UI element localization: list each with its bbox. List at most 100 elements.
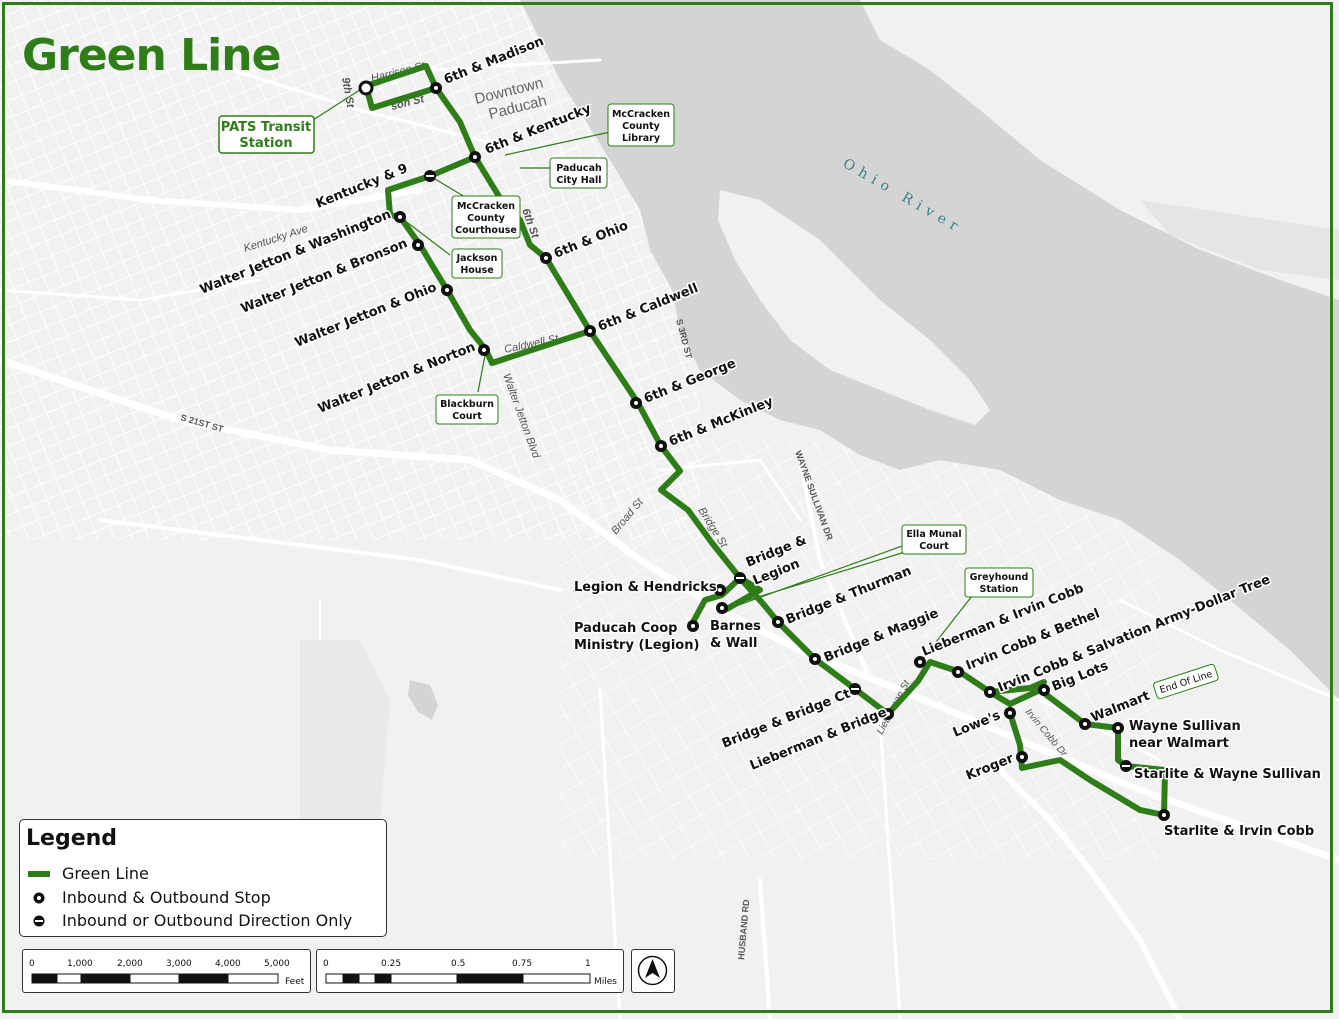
stop-6th-ohio[interactable] <box>540 252 552 264</box>
callout-library-3: Library <box>622 133 661 144</box>
legend-item-one-way-label: Inbound or Outbound Direction Only <box>62 911 353 930</box>
stop-bridge-legion[interactable] <box>734 572 746 584</box>
callout-ella-2: Court <box>919 541 949 552</box>
callout-greyhound-2: Station <box>980 584 1019 595</box>
callout-jackson-1: Jackson <box>456 253 498 264</box>
callout-pats-line2: Station <box>239 136 292 151</box>
north-arrow-icon <box>637 955 668 986</box>
stop-lieberman-irvin-cobb[interactable] <box>914 656 926 668</box>
scale-feet-tick-2: 2,000 <box>117 959 143 969</box>
north-arrow <box>631 949 675 993</box>
callout-blackburn-1: Blackburn <box>440 399 494 410</box>
legend-item-route: Green Line <box>28 864 149 883</box>
label-paducah-coop-2: Ministry (Legion) <box>574 638 699 653</box>
scale-miles-tick-2: 0.5 <box>451 959 465 969</box>
airfield <box>300 640 390 820</box>
stop-bridge-bridge-ct[interactable] <box>849 683 861 695</box>
callout-jackson-2: House <box>460 265 493 276</box>
scale-miles-tick-3: 0.75 <box>512 959 532 969</box>
callout-library-1: McCracken <box>612 109 670 120</box>
two-way-stop-icon <box>28 890 50 906</box>
stop-wayne-sullivan-walmart[interactable] <box>1112 722 1124 734</box>
stop-6th-mckinley[interactable] <box>655 440 667 452</box>
label-starlite-wayne-sullivan: Starlite & Wayne Sullivan <box>1134 767 1321 782</box>
callout-courthouse-2: County <box>467 213 506 224</box>
scale-feet-tick-1: 1,000 <box>67 959 93 969</box>
stop-barnes-wall[interactable] <box>716 602 728 614</box>
map-title: Green Line <box>22 30 281 81</box>
stop-wj-norton[interactable] <box>478 344 490 356</box>
callout-courthouse-1: McCracken <box>457 201 515 212</box>
scale-miles-tick-4: 1 <box>585 959 591 969</box>
stop-kroger[interactable] <box>1016 751 1028 763</box>
label-wayne-sullivan-2: near Walmart <box>1129 736 1229 751</box>
label-barnes-wall-2: & Wall <box>710 636 757 651</box>
stop-lowes[interactable] <box>1004 707 1016 719</box>
callout-library-2: County <box>622 121 661 132</box>
stop-irvin-cobb-salvation[interactable] <box>984 686 996 698</box>
label-starlite-irvin-cobb: Starlite & Irvin Cobb <box>1164 824 1314 839</box>
callout-pats-line1: PATS Transit <box>221 120 311 135</box>
route-line-icon <box>28 866 50 882</box>
pats-transit-station-marker[interactable] <box>358 80 374 96</box>
stop-paducah-coop[interactable] <box>687 620 699 632</box>
callout-courthouse-3: Courthouse <box>455 225 517 236</box>
scale-feet-unit: Feet <box>285 977 305 987</box>
callout-ella: Ella Munal Court <box>901 524 967 555</box>
scale-feet-tick-4: 4,000 <box>215 959 241 969</box>
stop-walmart[interactable] <box>1079 718 1091 730</box>
stop-6th-madison[interactable] <box>430 82 442 94</box>
pond <box>408 680 438 720</box>
callout-pats: PATS Transit Station <box>218 115 315 154</box>
callout-greyhound: Greyhound Station <box>964 567 1034 598</box>
scale-feet-tick-5: 5,000 <box>264 959 290 969</box>
callout-library: McCracken County Library <box>607 103 675 147</box>
scale-bar-miles: 0 0.25 0.5 0.75 1 Miles <box>316 949 624 993</box>
stop-kentucky-9[interactable] <box>424 170 436 182</box>
stop-bridge-maggie[interactable] <box>809 653 821 665</box>
stop-starlite-irvin-cobb[interactable] <box>1158 809 1170 821</box>
stop-big-lots[interactable] <box>1038 684 1050 696</box>
callout-greyhound-1: Greyhound <box>970 572 1029 583</box>
legend: Legend Green Line Inbound & Outbound Sto… <box>19 819 387 937</box>
scale-miles-tick-0: 0 <box>323 959 329 969</box>
stop-6th-kentucky[interactable] <box>469 151 481 163</box>
stop-6th-caldwell[interactable] <box>584 325 596 337</box>
label-barnes-wall-1: Barnes <box>710 619 761 634</box>
stop-lieberman-bridge[interactable] <box>882 708 894 720</box>
scale-bar-feet: 0 1,000 2,000 3,000 4,000 5,000 Feet <box>22 949 311 993</box>
stop-wj-ohio[interactable] <box>441 284 453 296</box>
scale-feet-tick-0: 0 <box>29 959 35 969</box>
callout-courthouse: McCracken County Courthouse <box>451 195 521 239</box>
stop-legion-hendricks[interactable] <box>714 584 726 596</box>
stop-6th-george[interactable] <box>630 397 642 409</box>
callout-ella-1: Ella Munal <box>906 529 961 540</box>
island <box>718 190 990 425</box>
one-way-stop-icon <box>28 913 50 929</box>
legend-item-two-way-label: Inbound & Outbound Stop <box>62 888 271 907</box>
legend-title: Legend <box>26 826 118 851</box>
callout-city-hall-2: City Hall <box>556 175 601 186</box>
stop-starlite-wayne-sullivan[interactable] <box>1120 760 1132 772</box>
legend-item-one-way: Inbound or Outbound Direction Only <box>28 911 352 930</box>
stop-bridge-thurman[interactable] <box>772 616 784 628</box>
legend-item-route-label: Green Line <box>62 864 149 883</box>
stop-irvin-cobb-bethel[interactable] <box>952 666 964 678</box>
label-paducah-coop-1: Paducah Coop <box>574 621 677 636</box>
label-wayne-sullivan-1: Wayne Sullivan <box>1129 719 1241 734</box>
callout-leaders <box>312 85 973 666</box>
city-grid-south <box>560 440 1160 860</box>
legend-item-two-way: Inbound & Outbound Stop <box>28 888 271 907</box>
scale-miles-tick-1: 0.25 <box>381 959 401 969</box>
callout-city-hall-1: Paducah <box>556 163 602 174</box>
callout-city-hall: Paducah City Hall <box>549 157 608 189</box>
roads <box>0 58 1339 1019</box>
stops <box>358 80 1170 821</box>
scale-feet-tick-3: 3,000 <box>166 959 192 969</box>
sandbar <box>1140 200 1339 280</box>
scale-miles-unit: Miles <box>594 977 617 987</box>
stop-wj-bronson[interactable] <box>412 239 424 251</box>
callout-blackburn: Blackburn Court <box>435 394 499 425</box>
stop-wj-washington[interactable] <box>394 211 406 223</box>
